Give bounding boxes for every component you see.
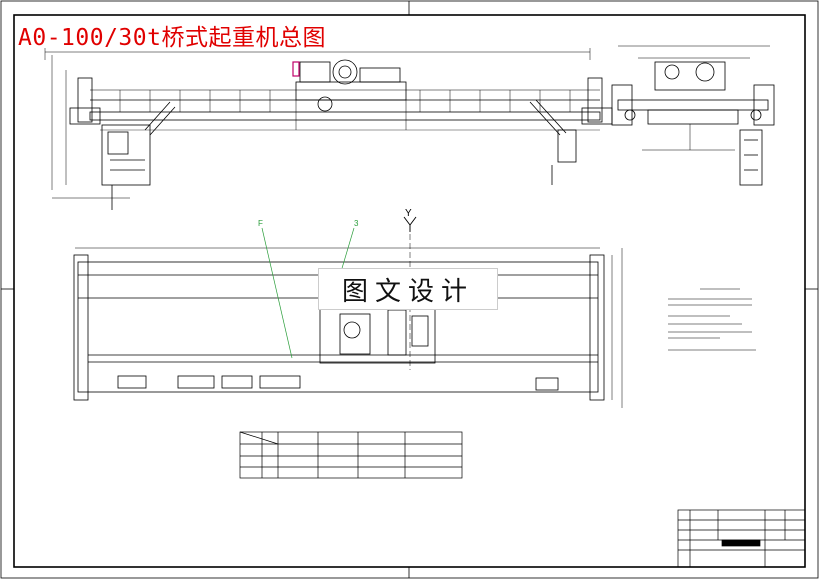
section-mark-label: Y: [405, 208, 412, 219]
watermark-label: 图文设计: [318, 268, 498, 310]
drawing-border: [13, 14, 806, 568]
callout-f: F: [258, 219, 263, 228]
callout-3: 3: [354, 219, 359, 228]
technical-notes: [668, 288, 756, 351]
section-arrow-icon: [403, 216, 417, 232]
hook-marker-icon: [292, 61, 300, 77]
title-block: [677, 509, 806, 568]
plan-view: [73, 225, 623, 408]
front-elevation-view: [44, 48, 613, 210]
drawing-title: A0-100/30t桥式起重机总图: [18, 25, 326, 51]
parameter-table: [239, 431, 463, 479]
side-elevation-view: [611, 45, 775, 186]
